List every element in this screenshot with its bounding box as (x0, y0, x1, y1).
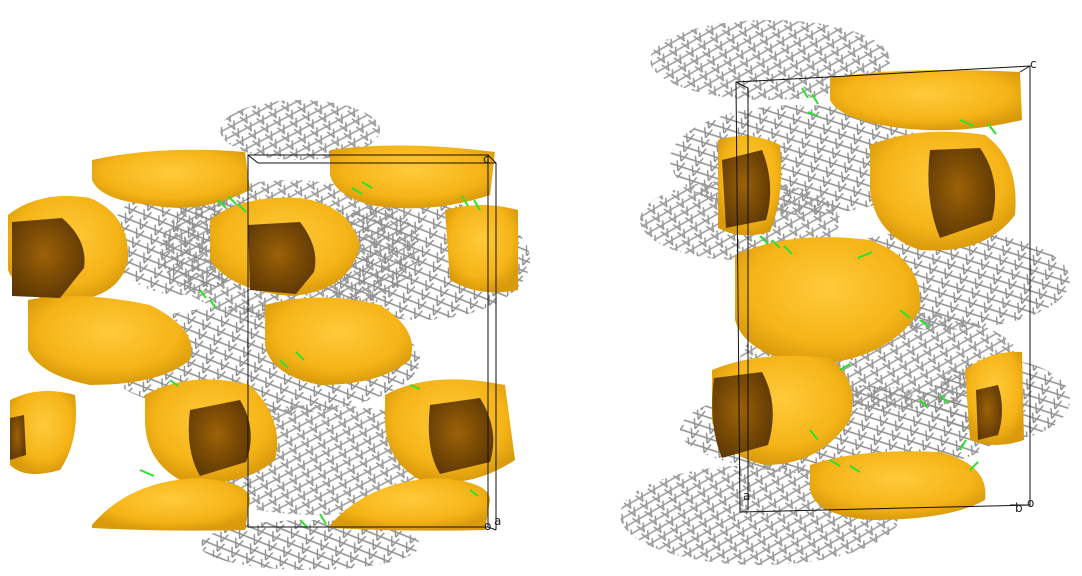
axis-label-c: c (1030, 57, 1037, 71)
unit-cell-edges (735, 65, 1031, 513)
void-surfaces (8, 145, 518, 531)
axis-label-b: b (1015, 501, 1023, 515)
void-openings (712, 148, 1002, 458)
axis-label-origin: o (484, 519, 492, 533)
void-openings (10, 218, 494, 476)
right-structure-drawing (620, 20, 1070, 565)
unit-cell-edges (247, 154, 497, 531)
hydrogen-bond-contacts (759, 87, 997, 473)
axis-label-origin: o (1027, 496, 1035, 510)
axis-label-a: a (743, 489, 751, 503)
crystal-packing-view-left: c a o (0, 0, 540, 576)
axis-label-a: a (494, 514, 502, 528)
crystal-packing-view-right: c a b o (540, 0, 1082, 576)
hydrogen-bond-contacts (139, 181, 481, 529)
left-structure-drawing (8, 100, 530, 570)
axis-label-c: c (483, 152, 490, 166)
